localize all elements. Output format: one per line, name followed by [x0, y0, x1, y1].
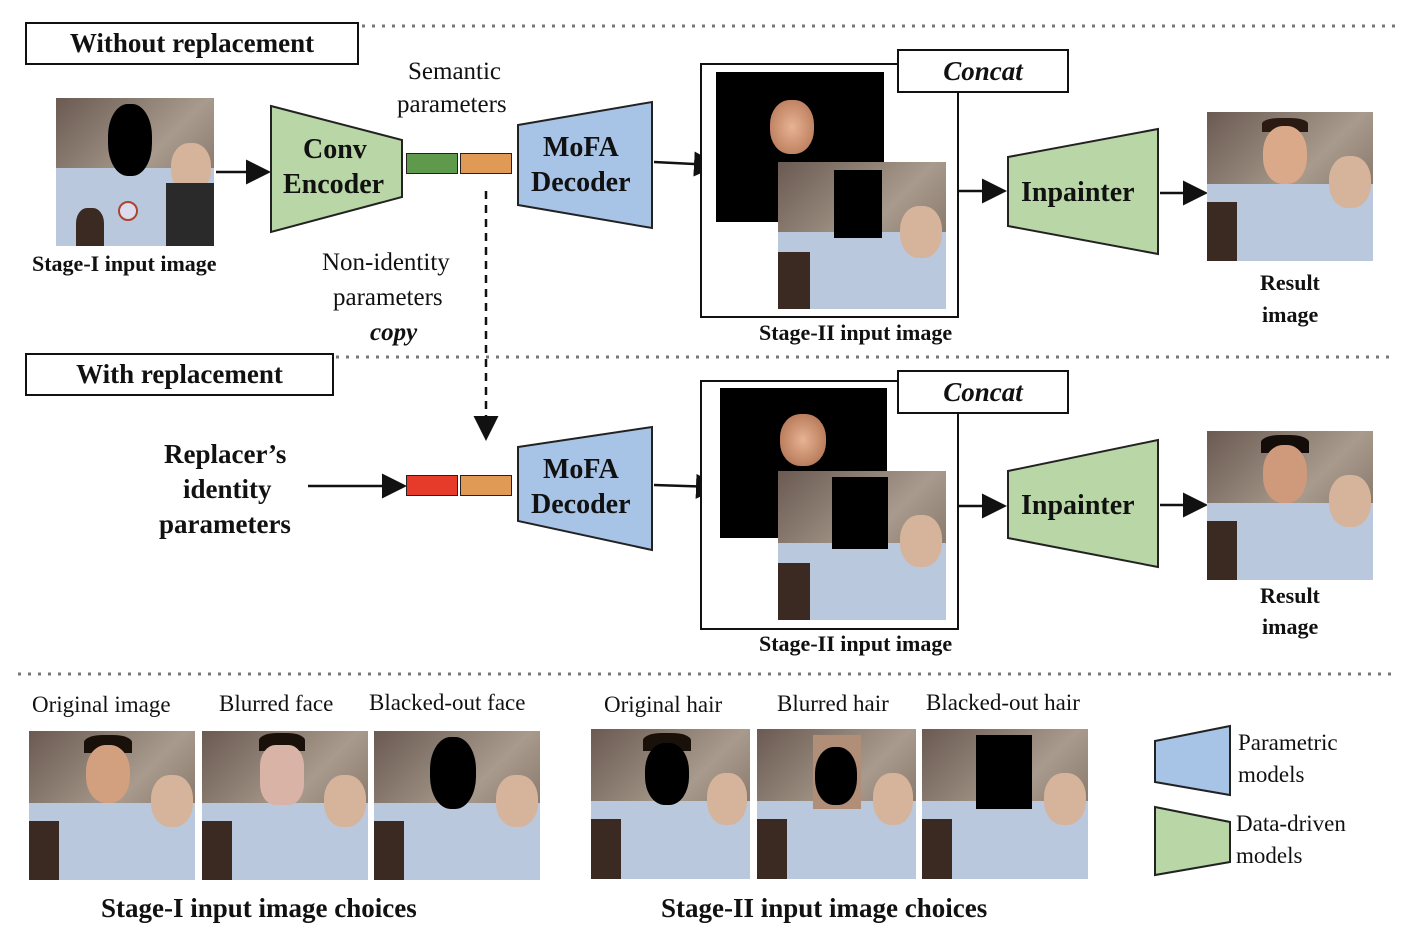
result-label-bottom-line1: Result — [1260, 583, 1320, 608]
copy-label: copy — [370, 319, 418, 346]
choice-label-original-image: Original image — [32, 692, 171, 717]
choice-photo-blurred-face — [202, 731, 368, 880]
replacer-label-line1: Replacer’s — [164, 439, 287, 469]
mofa-decoder-top-line1: MoFA — [543, 132, 619, 163]
masked-image-top — [778, 162, 946, 309]
legend-parametric-line2: models — [1238, 762, 1305, 787]
nonidentity-vector-orange-copy — [460, 475, 512, 496]
masked-image-bottom — [778, 471, 946, 620]
result-photo-top — [1207, 112, 1373, 261]
inpainter-bottom-label: Inpainter — [1021, 490, 1135, 521]
concat-label-bottom: Concat — [897, 370, 1069, 414]
choice-photo-original-hair — [591, 729, 750, 879]
choice-label-blurred-face: Blurred face — [219, 691, 334, 716]
nonidentity-label-line2: parameters — [333, 284, 443, 311]
mofa-decoder-top-line2: Decoder — [531, 167, 631, 198]
identity-vector-green — [406, 153, 458, 174]
conv-encoder-line2: Encoder — [283, 169, 385, 200]
replacer-label-line2: identity — [183, 474, 272, 504]
conv-encoder-line1: Conv — [303, 134, 367, 165]
inpainter-top-shape — [1007, 127, 1159, 256]
legend-parametric-line1: Parametric — [1238, 730, 1338, 755]
replacer-identity-vector-red — [406, 475, 458, 496]
choice-label-original-hair: Original hair — [604, 692, 723, 717]
mofa-decoder-top-shape — [517, 100, 653, 230]
semantic-parameters-line2: parameters — [397, 91, 507, 118]
inpainter-top-label: Inpainter — [1021, 177, 1135, 208]
choice-label-blacked-out-face: Blacked-out face — [369, 690, 526, 715]
choice-photo-blacked-out-hair — [922, 729, 1088, 879]
mofa-decoder-bottom-line2: Decoder — [531, 489, 631, 520]
nonidentity-vector-orange — [460, 153, 512, 174]
stage1-input-photo — [56, 98, 214, 246]
mofa-decoder-bottom-line1: MoFA — [543, 454, 619, 485]
legend-datadriven-line1: Data-driven — [1236, 811, 1346, 836]
result-label-bottom-line2: image — [1262, 614, 1319, 639]
semantic-parameters-line1: Semantic — [408, 58, 502, 85]
legend-datadriven-line2: models — [1236, 843, 1303, 868]
mofa-decoder-bottom-shape — [517, 425, 653, 552]
choice-label-blurred-hair: Blurred hair — [777, 691, 889, 716]
result-label-top-line2: image — [1262, 302, 1319, 327]
stage2-choices-title: Stage-II input image choices — [661, 893, 988, 923]
section-with-replacement: With replacement — [25, 353, 334, 396]
result-photo-bottom — [1207, 431, 1373, 580]
stage1-choices-title: Stage-I input image choices — [101, 893, 417, 923]
stage2-input-label-top: Stage-II input image — [759, 320, 953, 345]
choice-photo-blurred-hair — [757, 729, 916, 879]
stage2-input-label-bottom: Stage-II input image — [759, 631, 953, 656]
choice-photo-blacked-out-face — [374, 731, 540, 880]
conv-encoder-shape — [270, 104, 403, 234]
legend-parametric-shape — [1154, 724, 1231, 797]
legend-datadriven-shape — [1154, 805, 1231, 877]
stage1-input-label: Stage-I input image — [32, 251, 217, 276]
replacer-label-line3: parameters — [159, 509, 291, 539]
choice-label-blacked-out-hair: Blacked-out hair — [926, 690, 1080, 715]
result-label-top-line1: Result — [1260, 270, 1320, 295]
choice-photo-original-image — [29, 731, 195, 880]
nonidentity-label-line1: Non-identity — [322, 249, 450, 276]
concat-label-top: Concat — [897, 49, 1069, 93]
section-without-replacement: Without replacement — [25, 22, 359, 65]
inpainter-bottom-shape — [1007, 438, 1159, 569]
